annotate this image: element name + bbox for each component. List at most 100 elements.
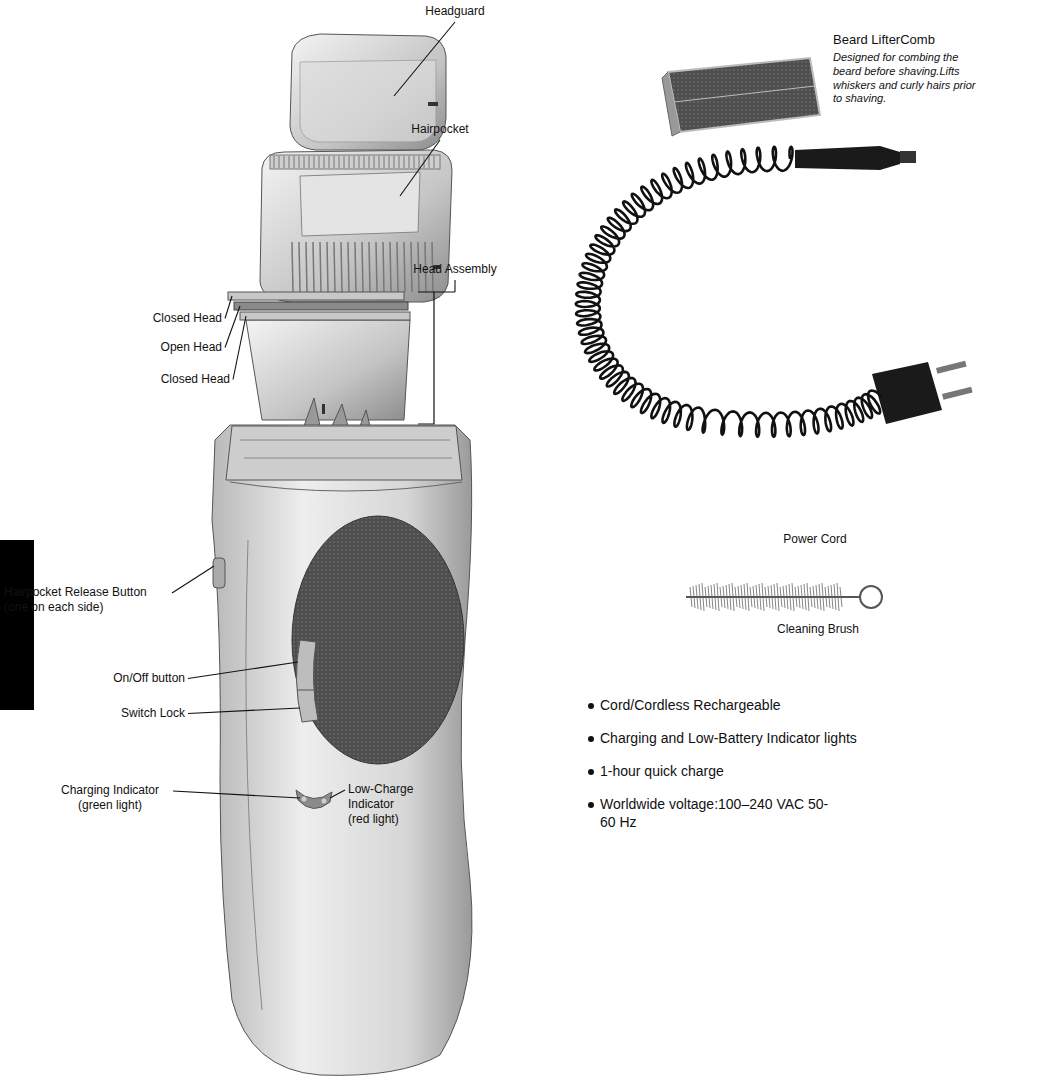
brush-bristle — [786, 585, 788, 609]
brush-bristle — [804, 584, 806, 610]
pocket-rib — [320, 242, 321, 292]
brush-bristle — [744, 584, 746, 610]
brush-bristle — [732, 583, 734, 611]
part-label: On/Off button — [113, 671, 185, 686]
pocket-rib — [369, 242, 370, 292]
comb-tooth — [339, 156, 340, 168]
brush-bristle — [777, 583, 779, 611]
leader-line — [233, 316, 246, 380]
shaver-body — [212, 398, 472, 1075]
brush-bristle — [735, 587, 737, 607]
comb-tooth — [394, 156, 395, 168]
brush-bristle — [768, 586, 770, 608]
comb-tooth — [389, 156, 390, 168]
brush-bristle — [741, 585, 743, 609]
part-label: Closed Head — [161, 372, 230, 387]
pocket-rib — [376, 242, 377, 292]
comb-tooth — [414, 156, 415, 168]
pocket-rib — [348, 242, 349, 292]
comb-tooth — [344, 156, 345, 168]
brush-bristle — [705, 587, 707, 607]
pocket-rib — [334, 242, 335, 292]
head-assembly-figure — [228, 292, 410, 420]
comb-tooth — [374, 156, 375, 168]
comb-tooth — [404, 156, 405, 168]
part-label: Headguard — [425, 4, 484, 19]
feature-item: Cord/Cordless Rechargeable — [600, 697, 781, 715]
brush-bristle — [729, 584, 731, 610]
part-label: Head Assembly — [413, 262, 496, 277]
brush-bristle — [753, 586, 755, 608]
leader-line — [188, 708, 300, 714]
pocket-rib — [383, 242, 384, 292]
part-label: Open Head — [161, 340, 222, 355]
comb-tooth — [369, 156, 370, 168]
brush-bristle — [750, 587, 752, 607]
comb-tooth — [419, 156, 420, 168]
comb-tooth — [284, 156, 285, 168]
brush-bristle — [822, 583, 824, 611]
brush-bristle — [690, 587, 692, 607]
brush-bristle — [759, 584, 761, 610]
part-label: Low-Charge Indicator (red light) — [348, 782, 418, 827]
brush-bristle — [780, 587, 782, 607]
feature-item: Worldwide voltage:100–240 VAC 50-60 Hz — [600, 796, 832, 831]
leader-line — [400, 140, 440, 196]
comb-tooth — [304, 156, 305, 168]
brush-bristle — [774, 584, 776, 610]
assembly-bracket — [418, 292, 455, 424]
bullet-dot — [588, 769, 594, 775]
part-label: Charging Indicator (green light) — [50, 783, 170, 813]
comb-tooth — [329, 156, 330, 168]
pocket-rib — [397, 242, 398, 292]
brush-bristle — [702, 583, 704, 611]
pocket-rib — [292, 242, 293, 292]
pocket-rib — [299, 242, 300, 292]
lifter-comb-figure — [662, 58, 820, 136]
pocket-rib — [306, 242, 307, 292]
comb-tooth — [279, 156, 280, 168]
leader-line — [454, 280, 455, 292]
side-tab — [0, 540, 34, 710]
comb-tooth — [409, 156, 410, 168]
brush-bristle — [783, 586, 785, 608]
leader-line — [225, 296, 232, 319]
cleaning-brush-figure — [686, 583, 882, 611]
pocket-rib — [390, 242, 391, 292]
brush-bristle — [756, 585, 758, 609]
brush-bristle — [771, 585, 773, 609]
comb-tooth — [289, 156, 290, 168]
bullet-dot — [588, 703, 594, 709]
brush-bristle — [696, 585, 698, 609]
brush-bristle — [816, 585, 818, 609]
brush-bristle — [738, 586, 740, 608]
comb-tooth — [429, 156, 430, 168]
brush-bristle — [726, 585, 728, 609]
comb-tooth — [324, 156, 325, 168]
brush-bristle — [813, 586, 815, 608]
comb-tooth — [354, 156, 355, 168]
pocket-rib — [355, 242, 356, 292]
feature-item: 1-hour quick charge — [600, 763, 724, 781]
power-cord-figure — [576, 146, 973, 437]
brush-bristle — [699, 584, 701, 610]
part-label: Beard LifterComb — [833, 32, 935, 48]
pocket-rib — [404, 242, 405, 292]
leader-line — [394, 22, 455, 96]
pocket-rib — [411, 242, 412, 292]
leader-line — [188, 662, 298, 679]
pocket-rib — [327, 242, 328, 292]
comb-tooth — [384, 156, 385, 168]
brush-bristle — [819, 584, 821, 610]
comb-tooth — [334, 156, 335, 168]
comb-tooth — [309, 156, 310, 168]
brush-bristle — [789, 584, 791, 610]
brush-bristle — [828, 586, 830, 608]
brush-bristle — [711, 585, 713, 609]
part-note: Designed for combing the beard before sh… — [833, 51, 985, 106]
comb-tooth — [364, 156, 365, 168]
comb-tooth — [379, 156, 380, 168]
